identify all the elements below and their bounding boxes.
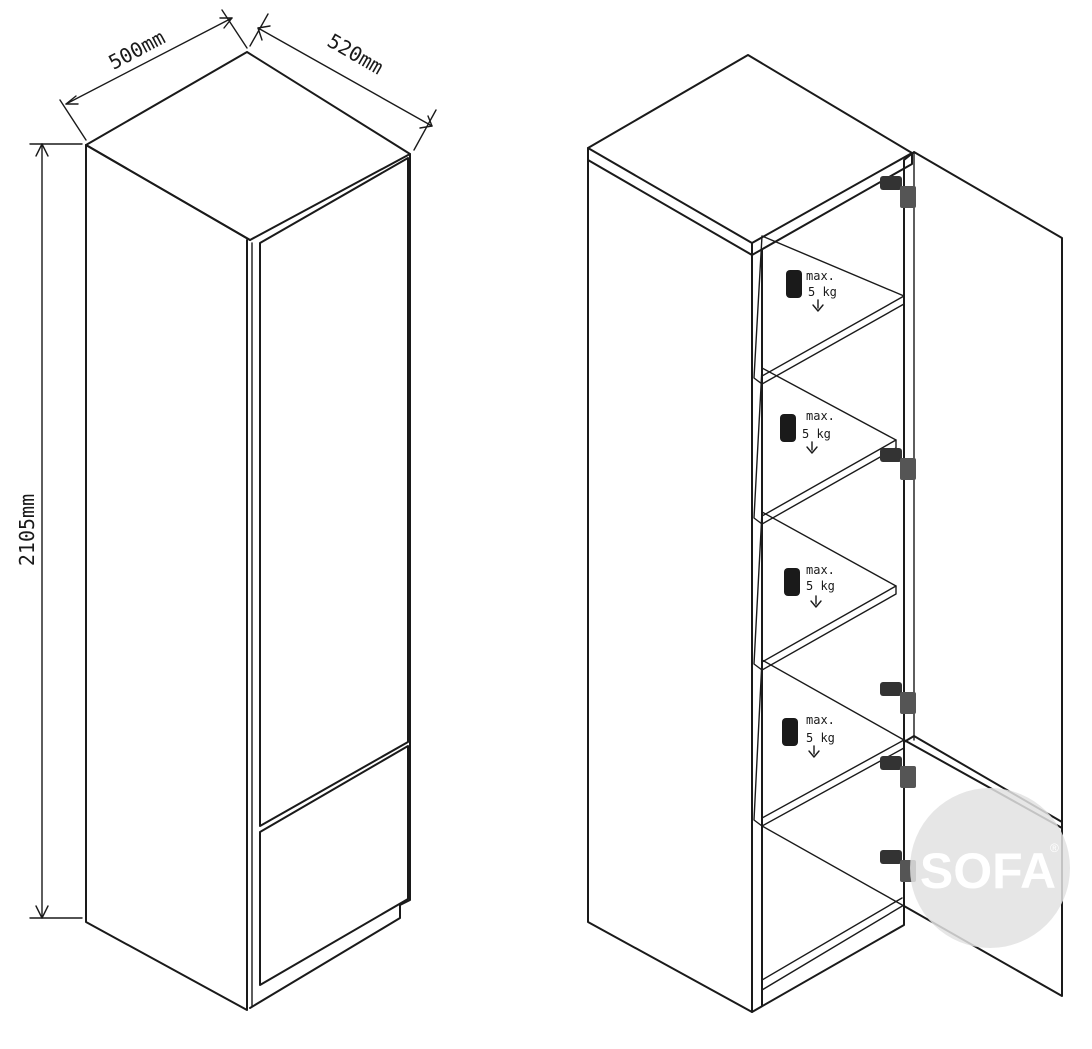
weight-icon	[780, 414, 796, 442]
hinge-icon	[880, 448, 916, 480]
sofa-watermark: SOFA ®	[910, 788, 1070, 948]
open-upper-door	[903, 151, 1063, 829]
load-line1: max.	[806, 563, 835, 577]
door-hinges	[880, 176, 916, 882]
open-top-edge	[587, 147, 913, 256]
closed-cabinet	[85, 51, 411, 1011]
load-line1: max.	[806, 409, 835, 423]
depth-dimension-line	[257, 27, 433, 127]
hinge-icon	[880, 756, 916, 788]
down-arrow-icon	[808, 745, 820, 758]
cabinet-side-panel	[85, 144, 248, 1011]
hinge-icon	[880, 176, 916, 208]
down-arrow-icon	[806, 441, 818, 454]
shelf-load-label: max. 5 kg	[784, 563, 835, 608]
load-line2: 5 kg	[808, 285, 837, 299]
width-dimension-line	[65, 17, 233, 105]
height-label: 2105mm	[15, 494, 39, 566]
cabinet-upper-door	[259, 157, 409, 827]
cabinet-lower-door	[259, 745, 409, 986]
shelves	[753, 235, 905, 907]
dimension-lines	[29, 9, 437, 919]
open-side-panel	[587, 159, 753, 1013]
watermark-registered-mark: ®	[1050, 841, 1059, 855]
cabinet-top-face	[85, 51, 411, 241]
depth-label: 520mm	[323, 28, 387, 79]
load-line1: max.	[806, 269, 835, 283]
shelf-load-label: max. 5 kg	[780, 409, 835, 454]
open-cabinet: max. 5 kg max. 5 kg max. 5 kg max. 5 kg	[587, 54, 1063, 1013]
watermark-logo: SOFA	[920, 843, 1056, 899]
load-line2: 5 kg	[802, 427, 831, 441]
down-arrow-icon	[810, 595, 822, 608]
shelf-load-label: max. 5 kg	[786, 269, 837, 312]
weight-icon	[784, 568, 800, 596]
load-line2: 5 kg	[806, 731, 835, 745]
shelf-load-label: max. 5 kg	[782, 713, 835, 758]
open-bottom	[751, 905, 905, 1013]
load-line2: 5 kg	[806, 579, 835, 593]
weight-icon	[782, 718, 798, 746]
load-line1: max.	[806, 713, 835, 727]
cabinet-top-front-edge	[85, 144, 251, 241]
cabinet-front-edge	[249, 153, 411, 1009]
weight-icon	[786, 270, 802, 298]
open-top-face	[587, 54, 913, 244]
down-arrow-icon	[812, 299, 824, 312]
watermark-circle	[910, 788, 1070, 948]
hinge-icon	[880, 682, 916, 714]
